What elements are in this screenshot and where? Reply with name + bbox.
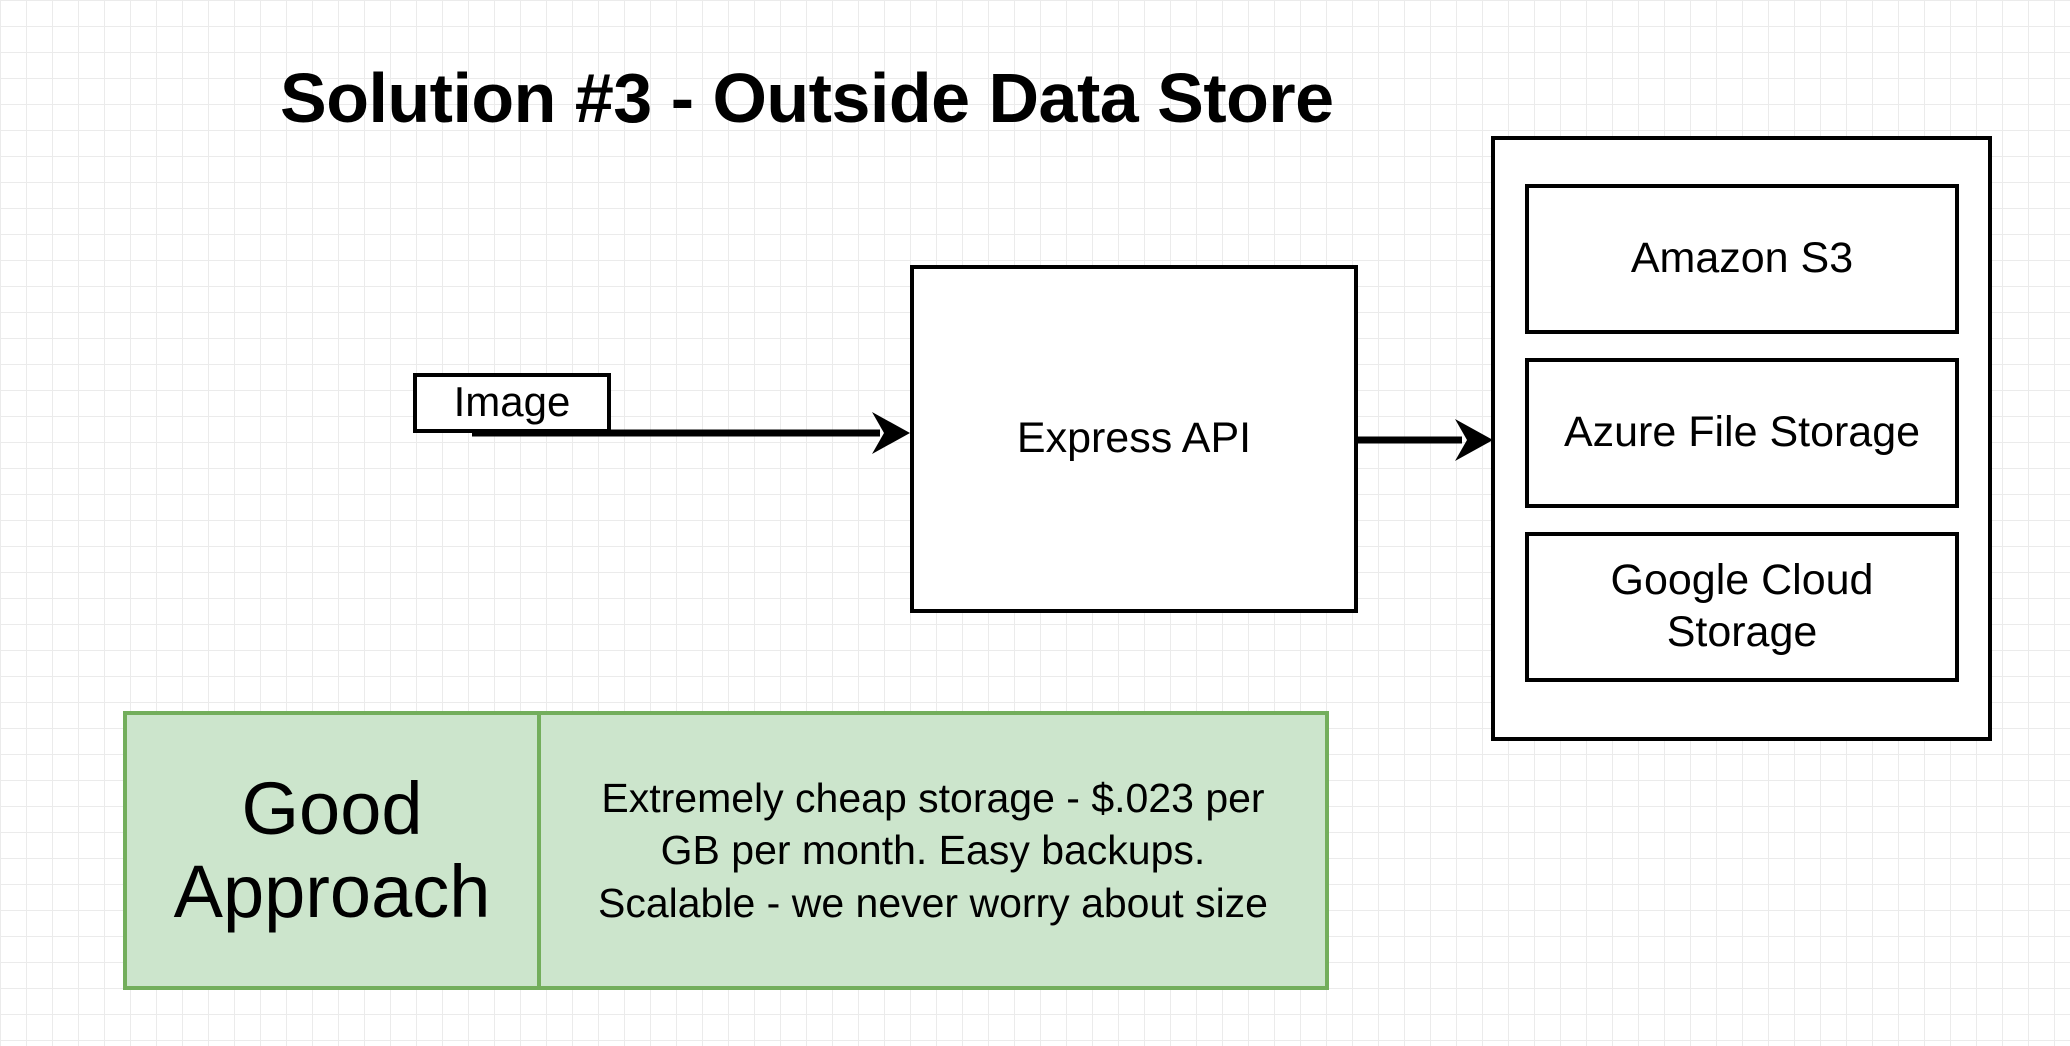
verdict-description: Extremely cheap storage - $.023 per GB p…	[598, 774, 1268, 926]
storage-option-amazon-s3: Amazon S3	[1525, 184, 1959, 334]
storage-option-azure: Azure File Storage	[1525, 358, 1959, 508]
express-api-node: Express API	[910, 265, 1358, 613]
storage-option-label: Google Cloud Storage	[1610, 556, 1874, 656]
image-node-label: Image	[453, 378, 571, 425]
express-api-label: Express API	[1016, 414, 1252, 463]
image-node: Image	[413, 373, 611, 433]
verdict-label: Good Approach	[173, 766, 491, 933]
storage-option-label: Azure File Storage	[1563, 408, 1921, 457]
storage-option-label: Amazon S3	[1630, 234, 1854, 283]
page-title: Solution #3 - Outside Data Store	[280, 59, 1334, 137]
verdict-label-cell: Good Approach	[123, 711, 541, 990]
verdict-description-cell: Extremely cheap storage - $.023 per GB p…	[537, 711, 1329, 990]
storage-option-google-cloud: Google Cloud Storage	[1525, 532, 1959, 682]
arrow-express-to-storage	[1358, 419, 1493, 461]
